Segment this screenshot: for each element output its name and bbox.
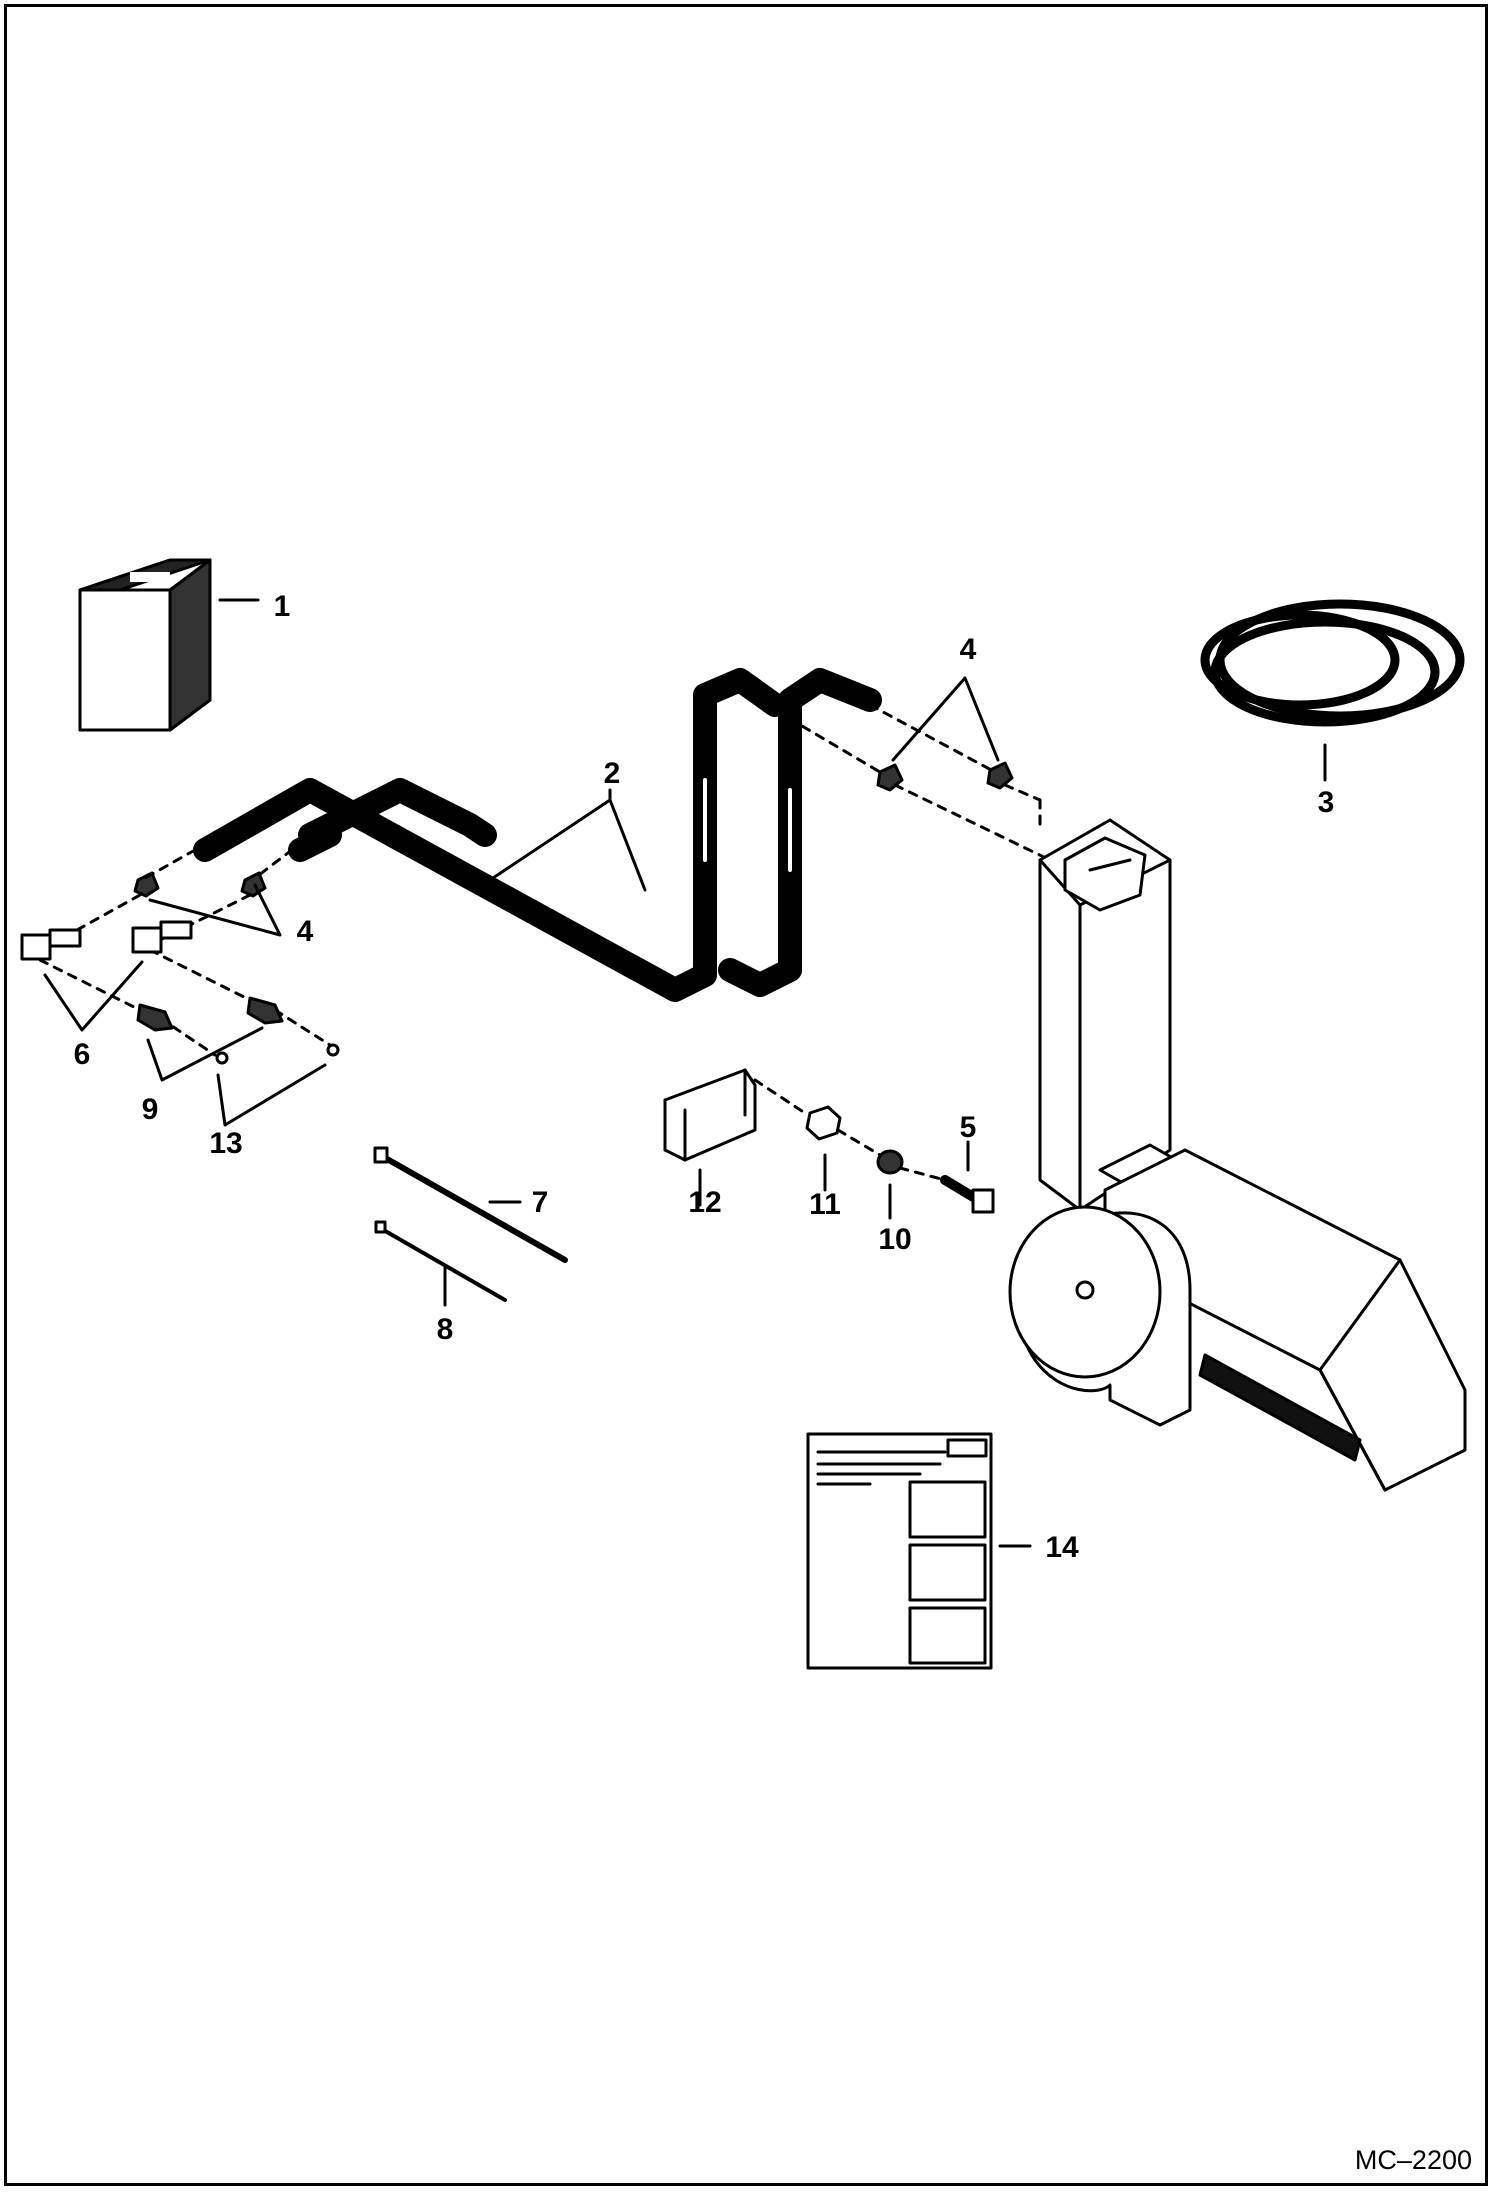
callout-14: 14 <box>1045 1531 1079 1564</box>
callout-8: 8 <box>436 1313 454 1346</box>
part-4-fittings-lower <box>133 871 267 898</box>
drawing-number: MC–2200 <box>1354 2145 1472 2175</box>
callout-9: 9 <box>141 1093 159 1126</box>
leader-4-lower <box>148 883 282 937</box>
callout-4-upper: 4 <box>959 633 977 666</box>
callout-4-lower: 4 <box>296 915 314 948</box>
hose-highlights <box>378 778 792 954</box>
heater-assembly <box>1008 818 1467 1492</box>
leader-9 <box>146 1026 264 1082</box>
callout-2: 2 <box>603 757 621 790</box>
callout-13: 13 <box>209 1127 243 1160</box>
leader-13 <box>216 1063 327 1127</box>
callout-12: 12 <box>688 1186 722 1219</box>
callout-11: 11 <box>809 1188 841 1221</box>
part-14-instructions <box>806 1432 993 1670</box>
callout-1: 1 <box>273 590 291 623</box>
part-7-cable-tie <box>373 1146 568 1263</box>
part-12-bracket <box>663 1068 757 1162</box>
part-10-washer <box>876 1149 904 1175</box>
part-13-o-rings <box>215 1043 340 1065</box>
leader-6 <box>43 960 144 1032</box>
dashed-connectors-left <box>38 838 332 1057</box>
part-5-bolt <box>940 1175 995 1214</box>
callout-7: 7 <box>531 1186 549 1219</box>
leader-2 <box>488 798 647 892</box>
callout-5: 5 <box>959 1111 977 1144</box>
callout-6: 6 <box>73 1038 91 1071</box>
leader-4-upper <box>891 676 1000 762</box>
callout-3: 3 <box>1317 786 1335 819</box>
part-6-elbow-fittings <box>20 920 193 961</box>
callout-10: 10 <box>878 1223 912 1256</box>
dashed-connectors-upper <box>773 703 1052 862</box>
part-1-box <box>78 558 212 732</box>
part-9-straight-fittings <box>136 996 284 1032</box>
part-3-coiled-hose <box>1200 599 1465 727</box>
part-8-cable-tie <box>374 1220 507 1302</box>
dashed-connectors-bracket <box>753 1078 947 1182</box>
part-11-nut <box>805 1105 842 1141</box>
